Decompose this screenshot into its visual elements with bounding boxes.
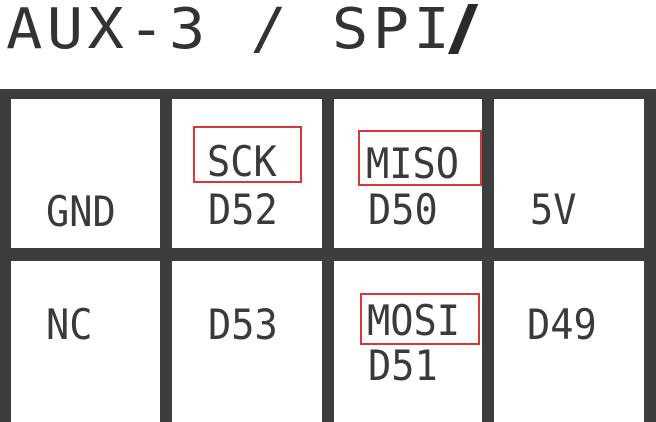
pin-label: NC [46, 300, 93, 349]
pin-cell-gnd: GND [11, 99, 160, 248]
pin-cell-5v: 5V [494, 99, 644, 248]
pin-cell-d53: D53 [172, 261, 322, 422]
pin-cell-d51: MOSI D51 [334, 261, 482, 422]
pin-label: D51 [368, 341, 438, 390]
pin-label: GND [46, 187, 116, 236]
function-highlight-box [360, 293, 480, 345]
pin-label: 5V [530, 185, 577, 234]
pin-label: D52 [208, 185, 278, 234]
pin-cell-d52: SCK D52 [172, 99, 322, 248]
pin-cell-nc: NC [11, 261, 160, 422]
pin-cell-d49: D49 [494, 261, 644, 422]
function-highlight-box [193, 126, 302, 183]
function-label: MISO [366, 139, 460, 188]
function-highlight-box [358, 130, 482, 186]
diagram-title: AUX-3 / SPI [6, 0, 455, 62]
pin-label: D49 [527, 300, 597, 349]
pin-grid: GND SCK D52 MISO D50 5V NC D53 MOSI D51 [0, 89, 656, 422]
function-label: MOSI [367, 296, 461, 345]
pin-cell-d50: MISO D50 [334, 99, 482, 248]
pin-label: D50 [368, 185, 438, 234]
pin-label: D53 [208, 300, 278, 349]
function-label: SCK [207, 137, 277, 186]
